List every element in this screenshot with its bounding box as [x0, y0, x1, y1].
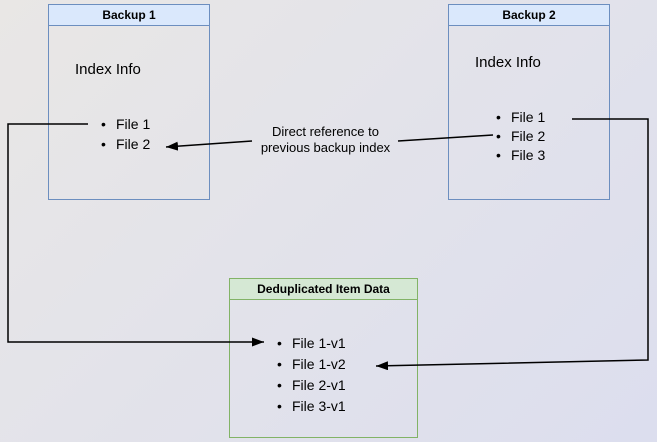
- backup2-box: Backup 2 Index Info • File 1 • File 2 • File …: [448, 4, 610, 200]
- file-label: File 3-v1: [292, 398, 346, 414]
- direct-reference-annotation: Direct reference to previous backup inde…: [238, 124, 413, 156]
- list-item: • File 3: [496, 146, 545, 165]
- file-label: File 1-v1: [292, 335, 346, 351]
- list-item: • File 2-v1: [277, 375, 346, 396]
- backup2-file-list: • File 1 • File 2 • File 3: [496, 108, 545, 165]
- backup1-subtitle: Index Info: [75, 61, 141, 78]
- list-item: • File 2: [101, 134, 150, 154]
- list-item: • File 3-v1: [277, 396, 346, 417]
- dedup-file-list: • File 1-v1 • File 1-v2 • File 2-v1 • File 3-v1: [277, 333, 346, 417]
- list-item: • File 1-v2: [277, 354, 346, 375]
- list-item: • File 1: [101, 114, 150, 134]
- backup2-header: Backup 2: [449, 5, 609, 26]
- backup1-file-list: • File 1 • File 2: [101, 114, 150, 154]
- bullet-icon: •: [277, 398, 282, 414]
- bullet-icon: •: [101, 136, 106, 152]
- backup1-header: Backup 1: [49, 5, 209, 26]
- annotation-line1: Direct reference to: [272, 124, 379, 139]
- bullet-icon: •: [496, 147, 501, 163]
- file-label: File 1: [116, 116, 151, 132]
- file-label: File 2: [116, 136, 151, 152]
- backup2-subtitle: Index Info: [475, 54, 541, 71]
- file-label: File 1-v2: [292, 356, 346, 372]
- list-item: • File 1-v1: [277, 333, 346, 354]
- bullet-icon: •: [496, 128, 501, 144]
- list-item: • File 2: [496, 127, 545, 146]
- bullet-icon: •: [101, 116, 106, 132]
- bullet-icon: •: [277, 335, 282, 351]
- file-label: File 2: [511, 128, 546, 144]
- dedup-header: Deduplicated Item Data: [230, 279, 417, 300]
- file-label: File 2-v1: [292, 377, 346, 393]
- annotation-line2: previous backup index: [260, 140, 391, 155]
- bullet-icon: •: [277, 356, 282, 372]
- bullet-icon: •: [277, 377, 282, 393]
- dedup-box: Deduplicated Item Data • File 1-v1 • File 1…: [229, 278, 418, 438]
- file-label: File 3: [511, 147, 546, 163]
- list-item: • File 1: [496, 108, 545, 127]
- file-label: File 1: [511, 109, 546, 125]
- bullet-icon: •: [496, 109, 501, 125]
- backup1-box: Backup 1 Index Info • File 1 • File 2: [48, 4, 210, 200]
